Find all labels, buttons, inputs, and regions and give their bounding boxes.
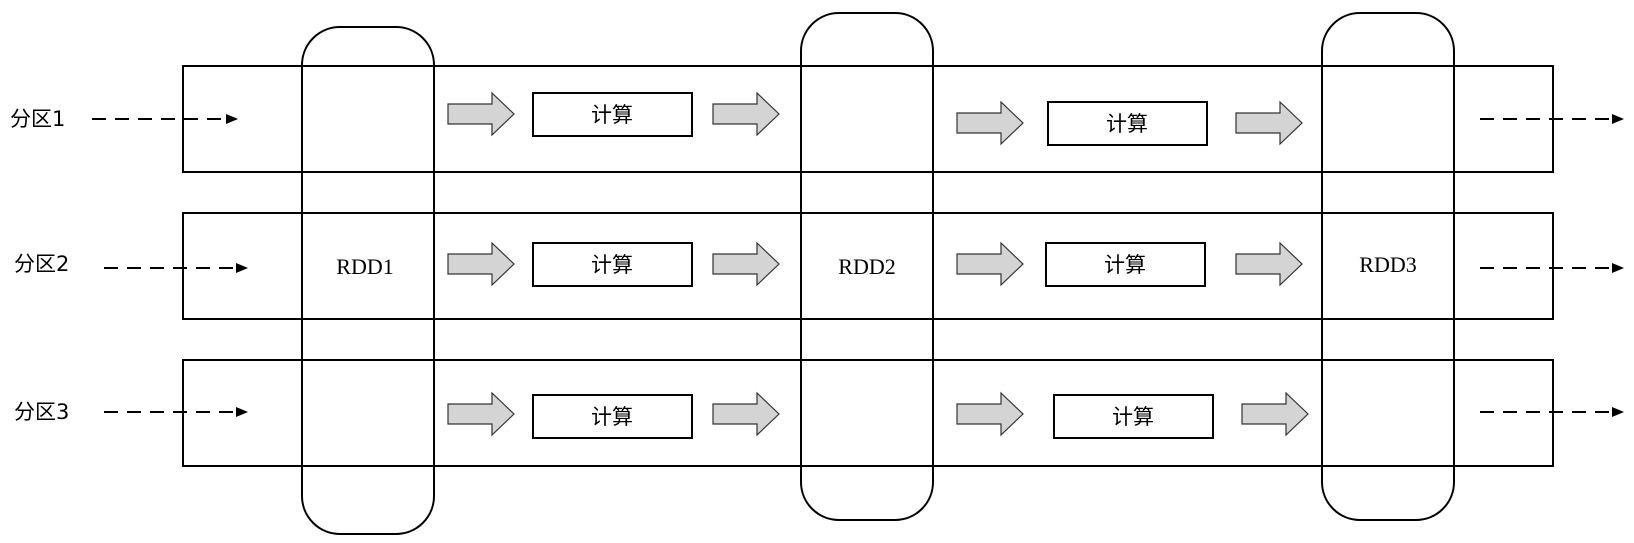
- compute-label: 计算: [1112, 405, 1154, 429]
- rdd-column-3: [1321, 12, 1455, 521]
- block-arrow: [1241, 391, 1309, 437]
- compute-box: [1053, 394, 1214, 439]
- compute-box: [532, 92, 693, 137]
- block-arrow: [712, 391, 780, 437]
- partition-label-2: 分区2: [14, 252, 69, 276]
- block-arrow: [956, 391, 1024, 437]
- block-arrow: [447, 391, 515, 437]
- block-arrow: [447, 91, 515, 137]
- rdd-column-1: [301, 26, 435, 535]
- partition-label-1: 分区1: [10, 107, 65, 131]
- partition-lane-2: [182, 212, 1554, 320]
- compute-label: 计算: [1104, 253, 1146, 277]
- compute-box: [532, 394, 693, 439]
- block-arrow: [447, 241, 515, 287]
- block-arrow: [1235, 100, 1303, 146]
- partition-lane-3: [182, 359, 1554, 467]
- block-arrow: [712, 241, 780, 287]
- compute-box: [1045, 242, 1206, 287]
- block-arrow: [1235, 241, 1303, 287]
- compute-box: [1047, 101, 1208, 146]
- block-arrow: [956, 241, 1024, 287]
- block-arrow: [712, 91, 780, 137]
- block-arrow: [956, 100, 1024, 146]
- compute-label: 计算: [591, 405, 633, 429]
- compute-label: 计算: [1106, 112, 1148, 136]
- rdd-label-3: RDD3: [1359, 252, 1416, 277]
- partition-lane-1: [182, 65, 1554, 173]
- compute-label: 计算: [591, 253, 633, 277]
- rdd-column-2: [800, 12, 934, 521]
- compute-box: [532, 242, 693, 287]
- partition-label-3: 分区3: [14, 400, 69, 424]
- rdd-label-2: RDD2: [838, 254, 895, 279]
- compute-label: 计算: [591, 103, 633, 127]
- rdd-label-1: RDD1: [336, 254, 393, 279]
